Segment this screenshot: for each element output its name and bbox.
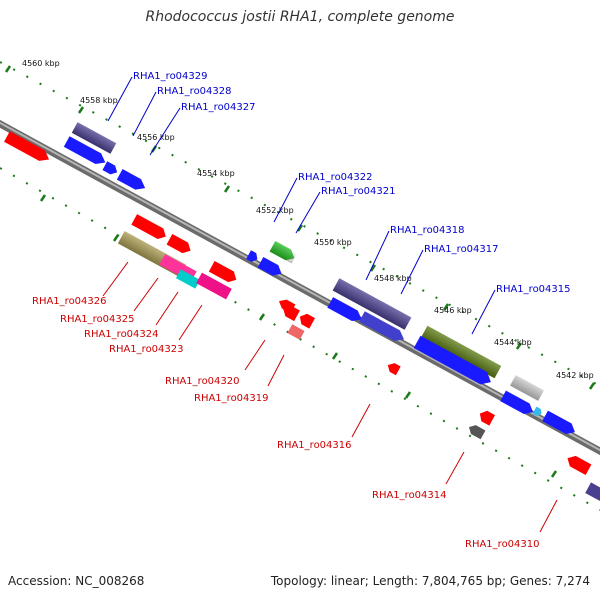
gene-label: RHA1_ro04329 [133,71,208,82]
gene-features [4,122,600,502]
labels-top: RHA1_ro04329 RHA1_ro04328 RHA1_ro04327 R… [133,71,571,295]
tick-label: 4556 kbp [137,133,175,142]
gene-label: RHA1_ro04320 [165,376,240,387]
gene-label: RHA1_ro04327 [181,102,256,113]
gene-ro04322[interactable] [269,240,298,264]
gene-edge-purple[interactable] [585,482,600,502]
gene-ro04319[interactable] [287,324,305,340]
tick-label: 4546 kbp [434,306,472,315]
gene-ro04323[interactable] [196,272,232,300]
tick-label: 4558 kbp [80,96,118,105]
genome-summary: Topology: linear; Length: 7,804,765 bp; … [270,574,590,588]
gene-ro04324[interactable] [175,269,201,289]
gene-label: RHA1_ro04317 [424,244,499,255]
gene-small-blue[interactable] [246,250,260,264]
gene-blue-b[interactable] [413,335,494,389]
gene-cyan-small[interactable] [532,406,544,418]
accession-text: Accession: NC_008268 [8,574,145,588]
gene-label: RHA1_ro04325 [60,314,135,325]
gene-label: RHA1_ro04324 [84,329,159,340]
gene-label: RHA1_ro04326 [32,296,107,307]
gene-ro04314[interactable] [467,423,486,440]
gene-ro04315[interactable] [420,325,502,379]
gene-ro04328-small[interactable] [102,161,119,176]
gene-label: RHA1_ro04316 [277,440,352,451]
gene-ro04317[interactable] [359,311,407,345]
map-title: Rhodococcus jostii RHA1, complete genome [145,9,455,25]
gene-left-red[interactable] [4,131,52,165]
gene-label: RHA1_ro04310 [465,539,540,550]
gene-label: RHA1_ro04328 [157,86,232,97]
gene-red-a[interactable] [131,214,168,242]
gene-ro04321[interactable] [257,256,285,279]
gene-label: RHA1_ro04315 [496,284,571,295]
gene-label: RHA1_ro04319 [194,393,269,404]
major-ticks [4,65,596,478]
gene-red-d[interactable] [297,311,316,329]
labels-bottom: RHA1_ro04326 RHA1_ro04325 RHA1_ro04324 R… [32,296,540,550]
tick-label: 4548 kbp [374,274,412,283]
gene-ro04329[interactable] [71,122,117,154]
tick-label: 4544 kbp [494,338,532,347]
gene-ro04310[interactable] [565,453,592,476]
tick-label: 4550 kbp [314,238,352,247]
genome-map: 4560 kbp 4558 kbp 4556 kbp 4554 kbp 4552… [0,59,600,550]
gene-ro04328[interactable] [63,136,108,168]
gene-red-c[interactable] [208,261,239,285]
gene-red-b[interactable] [166,233,194,256]
gene-label: RHA1_ro04323 [109,344,184,355]
gene-label: RHA1_ro04321 [321,186,396,197]
tick-label: 4554 kbp [197,169,235,178]
tick-label: 4560 kbp [22,59,60,68]
leader-lines-top [107,76,496,335]
tick-label: 4552 kbp [256,206,294,215]
gene-label: RHA1_ro04318 [390,225,465,236]
gene-ro04327[interactable] [116,169,148,193]
gene-ro04316[interactable] [385,361,401,376]
gene-gray[interactable] [510,375,544,401]
gene-blue-d[interactable] [542,410,578,438]
gene-label: RHA1_ro04314 [372,490,447,501]
gene-ro04320b[interactable] [277,297,296,314]
gene-blue-a[interactable] [327,297,364,325]
tick-label: 4542 kbp [556,371,594,380]
gene-blue-c[interactable] [500,390,536,418]
gene-red-e[interactable] [477,408,496,426]
gene-ro04318[interactable] [332,278,412,330]
leader-lines-bottom [102,261,558,533]
scale-labels: 4560 kbp 4558 kbp 4556 kbp 4554 kbp 4552… [22,59,594,380]
gene-label: RHA1_ro04322 [298,172,373,183]
